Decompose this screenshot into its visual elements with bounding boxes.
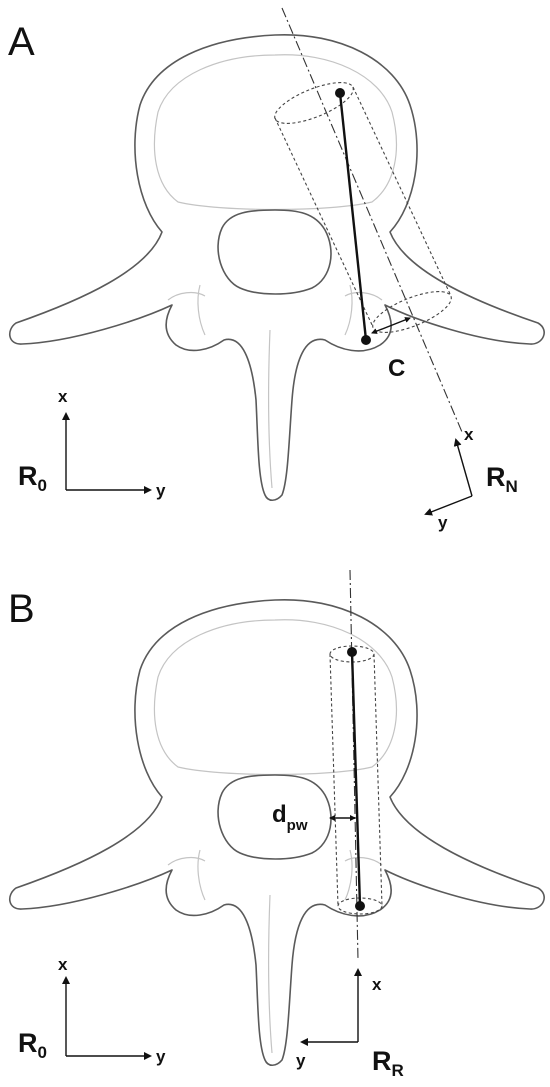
screw-rod-a — [338, 92, 368, 341]
screw-tip-point-b — [355, 901, 365, 911]
trajectory-axis-a — [281, 7, 463, 433]
svg-text:x: x — [58, 387, 68, 406]
global-frame-a: x y R0 — [18, 387, 166, 500]
trajectory-axis-b — [349, 569, 359, 961]
svg-text:RR: RR — [372, 1046, 404, 1080]
panel-letter-b: B — [8, 587, 35, 631]
c-distance-arrow — [371, 317, 411, 334]
svg-text:x: x — [372, 975, 382, 994]
panel-a: A C x y R0 x y — [8, 7, 545, 532]
vertebra-b — [8, 598, 545, 1067]
callout-dpw: dpw — [272, 801, 308, 834]
local-frame-b: x y RR — [296, 968, 404, 1080]
local-frame-a: x y RN — [424, 425, 518, 532]
screw-rod-b — [350, 651, 362, 907]
screw-head-point-a — [335, 88, 345, 98]
panel-letter-a: A — [8, 20, 35, 64]
svg-text:y: y — [438, 513, 448, 532]
svg-text:RN: RN — [486, 462, 518, 496]
svg-text:x: x — [464, 425, 474, 444]
screw-head-point-b — [347, 647, 357, 657]
callout-c: C — [388, 355, 405, 382]
panel-b: B dpw x y R0 x y — [8, 569, 545, 1080]
svg-text:R0: R0 — [18, 461, 47, 495]
svg-text:x: x — [58, 955, 68, 974]
screw-tip-point-a — [361, 335, 371, 345]
svg-text:y: y — [156, 1047, 166, 1066]
svg-text:y: y — [296, 1051, 306, 1070]
svg-text:y: y — [156, 481, 166, 500]
svg-text:R0: R0 — [18, 1028, 47, 1062]
global-frame-b: x y R0 — [18, 955, 166, 1066]
